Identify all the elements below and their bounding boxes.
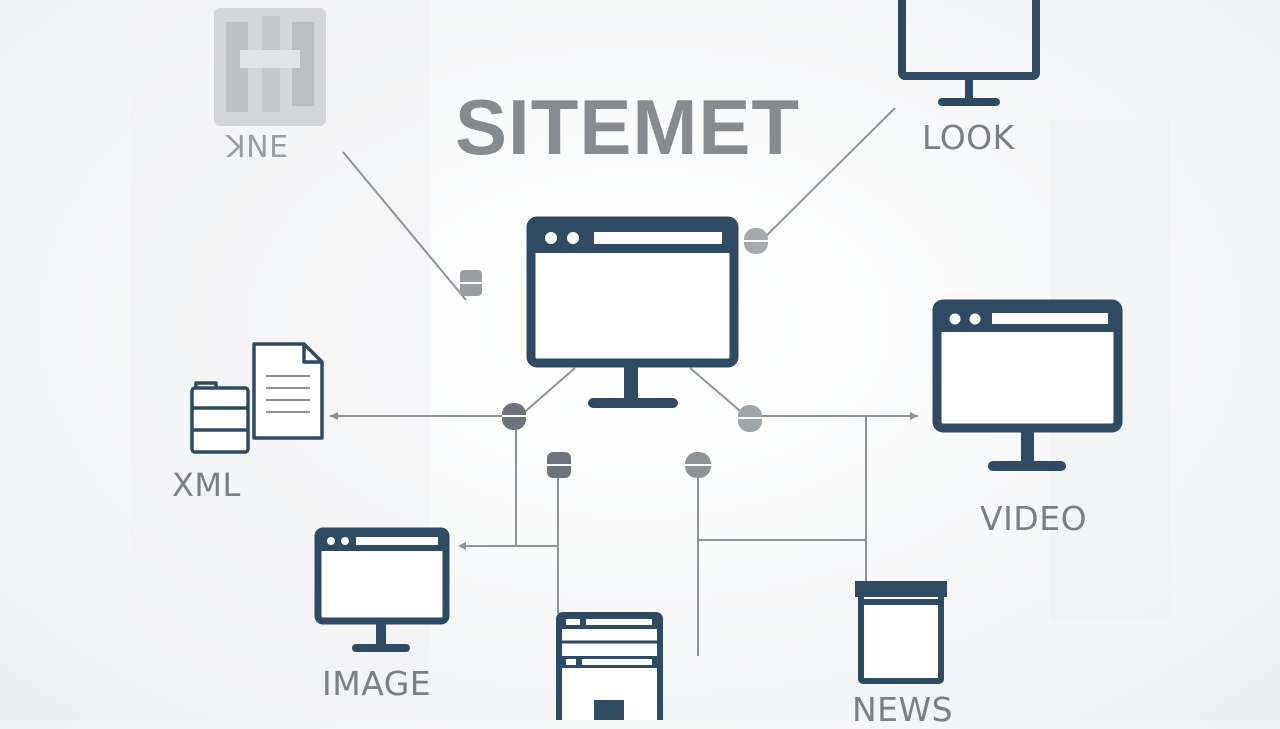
connector-lines — [330, 107, 918, 656]
center-monitor-icon — [526, 216, 739, 408]
xml-document-icon — [190, 342, 324, 454]
node-label-xml: XML — [172, 466, 241, 504]
node-label-news: NEWS — [852, 690, 954, 729]
node-label-image: IMAGE — [322, 664, 432, 703]
news-page-icon — [855, 581, 947, 684]
image-monitor-icon — [314, 527, 450, 652]
look-monitor-icon — [898, 0, 1040, 106]
diagram-title: SITEMET — [455, 83, 801, 171]
sitemap-page-icon — [556, 612, 663, 720]
video-monitor-icon — [932, 299, 1123, 471]
node-label-hne: ꓘNE — [226, 130, 289, 165]
node-label-look: LOOK — [922, 118, 1015, 157]
blurred-logo-icon — [214, 8, 326, 126]
node-label-video: VIDEO — [980, 499, 1088, 538]
